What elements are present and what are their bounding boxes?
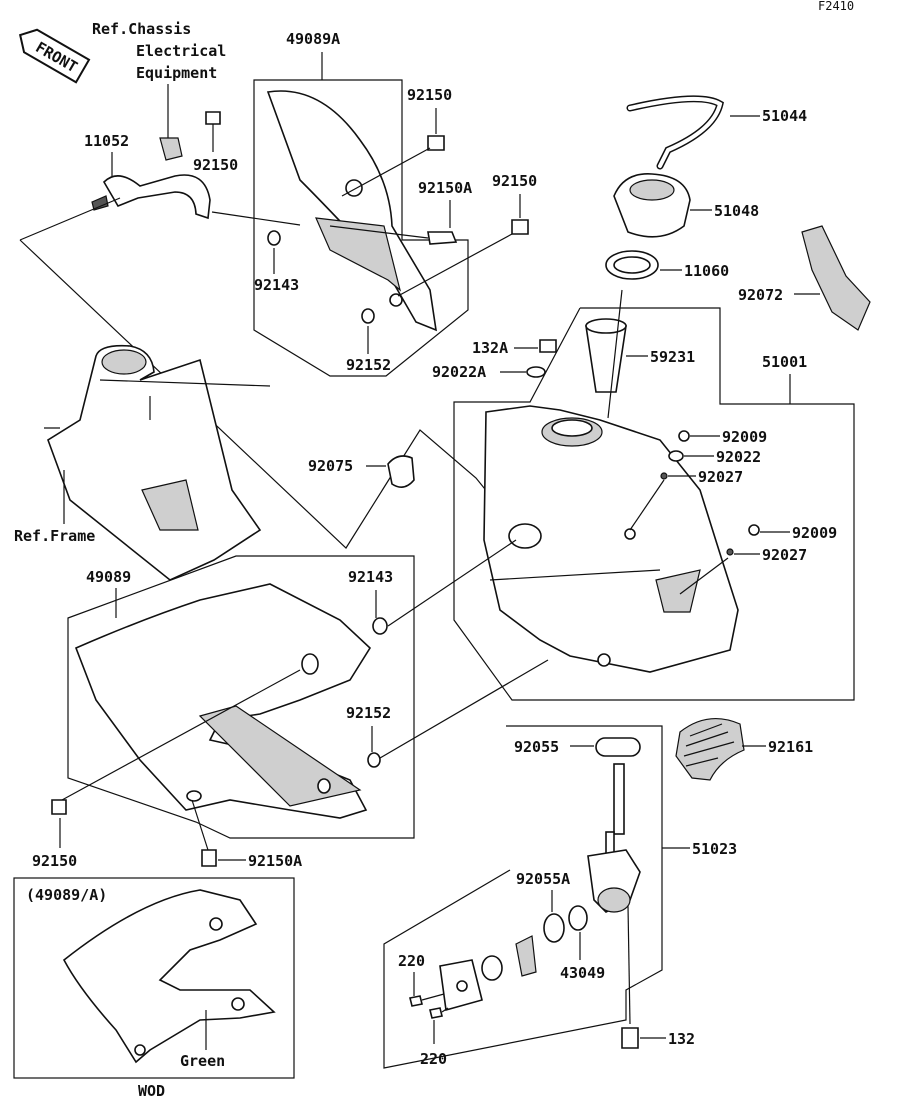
callout-92143-top: 92143 <box>254 276 299 294</box>
grommet-92143-top <box>267 230 281 246</box>
callout-92022: 92022 <box>716 448 761 466</box>
bolt-92150A-bottom <box>201 849 217 867</box>
callout-92150A-bottom: 92150A <box>248 852 302 870</box>
bolt-92150-bottom <box>51 799 67 815</box>
callout-220-bottom: 220 <box>420 1050 447 1068</box>
callout-92055: 92055 <box>514 738 559 756</box>
seal-43049 <box>568 905 588 931</box>
oring-92055A <box>543 913 565 943</box>
diagram-code: F2410 <box>818 0 854 13</box>
nut-92027-b <box>726 548 734 556</box>
callout-92150-b: 92150 <box>193 156 238 174</box>
callout-92150-c: 92150 <box>492 172 537 190</box>
callout-92150-bottom: 92150 <box>32 852 77 870</box>
callout-132A: 132A <box>472 339 508 357</box>
washer-92022 <box>668 450 684 462</box>
bolt-132 <box>621 1027 639 1049</box>
callout-92075: 92075 <box>308 457 353 475</box>
callout-92022A: 92022A <box>432 363 486 381</box>
inset-color-label: Green <box>180 1052 225 1070</box>
ref-frame-label: Ref.Frame <box>14 527 95 545</box>
inset-title: (49089/A) <box>26 886 107 904</box>
screw-220-bottom <box>429 1007 443 1019</box>
shroud-49089A <box>266 90 437 332</box>
callout-49089: 49089 <box>86 568 131 586</box>
hose-51044 <box>626 95 724 170</box>
frame-section <box>47 344 262 581</box>
collar-92152-mid <box>367 752 381 768</box>
callout-92150A-top: 92150A <box>418 179 472 197</box>
callout-59231: 59231 <box>650 348 695 366</box>
screw-92009-a <box>678 430 690 442</box>
callout-43049: 43049 <box>560 964 605 982</box>
callout-92072: 92072 <box>738 286 783 304</box>
grommet-92143-mid <box>372 617 388 635</box>
bolt-92150-b <box>205 111 221 125</box>
callout-92009-b: 92009 <box>792 524 837 542</box>
callout-92161: 92161 <box>768 738 813 756</box>
callout-92055A: 92055A <box>516 870 570 888</box>
callout-51023: 51023 <box>692 840 737 858</box>
callout-92143-mid: 92143 <box>348 568 393 586</box>
ref-chassis-line1: Ref.Chassis <box>92 20 191 38</box>
callout-220-top: 220 <box>398 952 425 970</box>
bolt-92150-a <box>427 135 445 151</box>
inset-box <box>13 877 295 1079</box>
callout-51044: 51044 <box>762 107 807 125</box>
inset-shroud <box>62 889 276 1064</box>
filter-59231 <box>585 325 627 393</box>
bolt-132A <box>539 339 557 353</box>
bolt-92150A-top <box>427 231 458 245</box>
callout-11060: 11060 <box>684 262 729 280</box>
ref-chassis-line3: Equipment <box>136 64 217 82</box>
callout-132: 132 <box>668 1030 695 1048</box>
oring-small <box>481 955 503 981</box>
damper-92075 <box>387 455 415 488</box>
lever <box>515 935 537 977</box>
callout-92009-a: 92009 <box>722 428 767 446</box>
connector-bracket <box>159 137 183 161</box>
collar-92152-top <box>361 308 375 324</box>
inset-caption: WOD <box>138 1082 165 1100</box>
callout-92152-mid: 92152 <box>346 704 391 722</box>
callout-92027-a: 92027 <box>698 468 743 486</box>
ref-chassis-line2: Electrical <box>136 42 226 60</box>
screw-220-top <box>409 995 423 1007</box>
bolt-92150-c <box>511 219 529 235</box>
nut-92027-a <box>660 472 668 480</box>
callout-49089A: 49089A <box>286 30 340 48</box>
screw-92009-b <box>748 524 760 536</box>
callout-11052: 11052 <box>84 132 129 150</box>
strainer-pipe <box>613 763 625 835</box>
front-arrow-icon: FRONT <box>18 28 91 84</box>
callout-92152-top: 92152 <box>346 356 391 374</box>
washer-92022A <box>526 366 546 378</box>
gasket-92055 <box>595 737 641 757</box>
callout-51048: 51048 <box>714 202 759 220</box>
callout-51001: 51001 <box>762 353 807 371</box>
strap-92072 <box>801 225 871 331</box>
callout-92150-a: 92150 <box>407 86 452 104</box>
callout-92027-b: 92027 <box>762 546 807 564</box>
bracket-11052 <box>102 174 211 220</box>
